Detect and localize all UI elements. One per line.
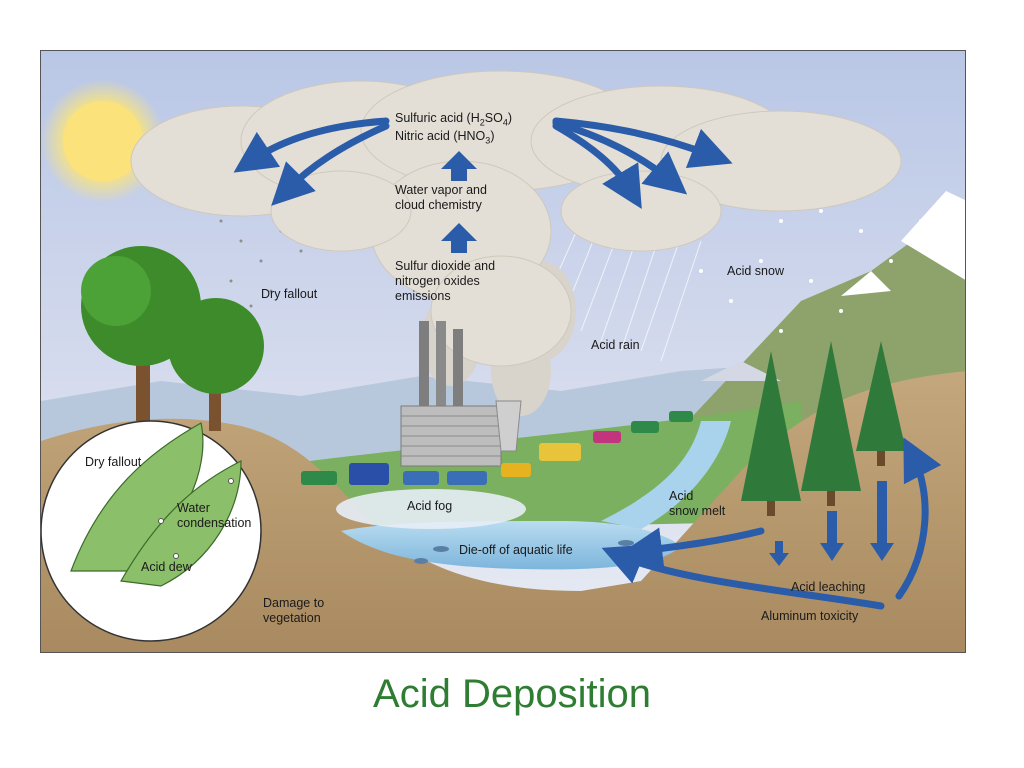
conifer-trees <box>741 341 906 516</box>
vehicles <box>301 411 693 485</box>
inset-label-dry-fallout: Dry fallout <box>85 455 142 469</box>
label-emissions: Sulfur dioxide and nitrogen oxides emiss… <box>395 259 496 303</box>
label-water-vapor: Water vapor and cloud chemistry <box>395 183 487 212</box>
flow-arrows <box>233 117 942 610</box>
slide-title: Acid Deposition <box>373 672 651 716</box>
label-dry-fallout: Dry fallout <box>261 287 318 301</box>
label-damage-to-vegetation: Damage to vegetation <box>263 596 325 625</box>
power-plant <box>400 321 522 467</box>
stream <box>601 421 731 529</box>
leaching-arrows <box>769 481 894 566</box>
label-acid-rain: Acid rain <box>591 338 640 352</box>
diagram-illustration <box>41 51 965 652</box>
inset-label-acid-dew: Acid dew <box>141 560 192 574</box>
acid-deposition-diagram: Sulfuric acid (H2SO4) Nitric acid (HNO3)… <box>40 50 966 653</box>
label-die-off: Die-off of aquatic life <box>459 543 573 557</box>
inset-label-water-condensation: Water condensation <box>177 501 252 530</box>
label-acid-snow: Acid snow <box>727 264 784 278</box>
label-acid-fog: Acid fog <box>407 499 453 513</box>
label-sulfuric-acid: Sulfuric acid (H2SO4) <box>395 111 513 128</box>
label-aluminum-toxicity: Aluminum toxicity <box>761 609 859 623</box>
label-acid-leaching: Acid leaching <box>791 580 866 594</box>
up-arrows <box>441 151 477 253</box>
acid-fog <box>336 489 526 529</box>
deciduous-trees <box>81 246 264 431</box>
label-acid-snow-melt: Acid snow melt <box>669 489 726 518</box>
lake <box>341 521 681 570</box>
label-nitric-acid: Nitric acid (HNO3) <box>395 129 495 146</box>
leaf-inset <box>41 420 262 642</box>
